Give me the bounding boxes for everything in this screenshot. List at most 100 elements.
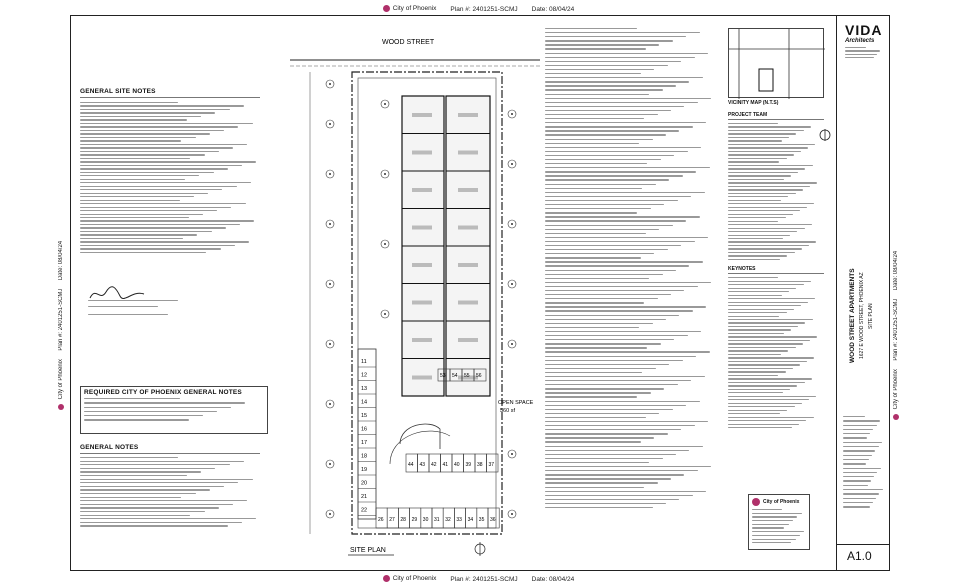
fine-print-line xyxy=(545,429,682,431)
fine-print-line xyxy=(80,482,239,484)
unit-label xyxy=(412,150,432,155)
fine-print-line xyxy=(545,281,712,284)
fine-print-line xyxy=(728,258,781,261)
tree-icon xyxy=(329,283,331,285)
city-approval-body xyxy=(749,509,809,544)
fine-print-line xyxy=(80,510,205,513)
tree-icon xyxy=(507,219,517,229)
plan-title: SITE PLAN xyxy=(350,547,386,554)
fine-print-line xyxy=(545,163,648,165)
fine-print-line xyxy=(545,126,693,128)
unit-label xyxy=(412,375,432,380)
fine-print-line xyxy=(728,280,811,282)
fine-print-line xyxy=(545,351,710,353)
fine-print-line xyxy=(545,134,666,136)
stall xyxy=(473,368,487,382)
fine-print-line xyxy=(80,525,228,527)
fine-print-line xyxy=(545,498,680,501)
fine-print-line xyxy=(545,494,693,496)
fine-print-line xyxy=(545,167,710,169)
vicinity-map-graphic xyxy=(729,29,825,99)
fine-print-line xyxy=(845,47,866,49)
fine-print-line xyxy=(752,523,789,526)
fine-print-line xyxy=(545,208,651,210)
tree-icon xyxy=(507,339,517,349)
fine-print-line xyxy=(728,378,812,380)
fine-print-line xyxy=(728,189,803,191)
unit-label xyxy=(412,263,432,267)
fine-print-line xyxy=(545,314,680,316)
fine-print-line xyxy=(545,257,641,259)
fine-print-line xyxy=(843,428,874,431)
fine-print-line xyxy=(728,210,800,212)
unit-label xyxy=(458,188,478,192)
fine-print-line xyxy=(80,157,191,160)
fine-print-line xyxy=(545,175,683,177)
keynotes-body xyxy=(728,277,828,429)
fine-print-line xyxy=(728,325,799,328)
fine-print-line xyxy=(545,89,663,91)
project-data-text xyxy=(545,28,720,509)
fine-print-line xyxy=(545,269,677,271)
fine-print-line xyxy=(728,308,794,310)
fine-print-line xyxy=(545,318,666,320)
fine-print-line xyxy=(545,461,650,464)
fine-print-line xyxy=(545,285,698,288)
plan-stamp-left: City of Phoenix Plan #: 2401251-SCMJ Dat… xyxy=(58,180,64,410)
stall-number: 41 xyxy=(443,462,449,468)
fine-print-line xyxy=(80,478,253,480)
fine-print-line xyxy=(545,36,687,38)
signature-line xyxy=(88,300,178,302)
stall-number: 11 xyxy=(361,359,367,365)
fine-print-line xyxy=(728,360,808,363)
tree-icon xyxy=(511,113,513,115)
city-approval-name: City of Phoenix xyxy=(763,499,800,505)
fine-print-line xyxy=(545,60,682,63)
fine-print-line xyxy=(843,484,868,487)
stall xyxy=(486,453,499,473)
general-notes-body xyxy=(80,457,268,527)
fine-print-line xyxy=(728,305,801,307)
fine-print-line xyxy=(80,237,184,240)
fine-print-line xyxy=(728,241,817,243)
divider xyxy=(728,119,824,120)
fine-print-line xyxy=(80,175,200,177)
required-notes-box: REQUIRED CITY OF PHOENIX GENERAL NOTES xyxy=(80,386,268,434)
fine-print-line xyxy=(80,496,182,498)
fine-print-line xyxy=(728,357,815,359)
stall-number: 43 xyxy=(420,462,426,468)
fine-print-line xyxy=(728,199,782,201)
fine-print-line xyxy=(84,419,189,421)
fine-print-line xyxy=(728,178,784,181)
fine-print-line xyxy=(545,77,703,79)
fine-print-line xyxy=(752,531,805,533)
tree-icon xyxy=(329,343,331,345)
fine-print-line xyxy=(80,213,203,215)
fine-print-line xyxy=(752,542,792,544)
fine-print-line xyxy=(80,464,230,466)
stall-number: 56 xyxy=(476,373,482,379)
fine-print-line xyxy=(545,138,653,140)
fine-print-line xyxy=(845,53,877,55)
fine-print-line xyxy=(728,224,812,226)
general-notes-section: GENERAL NOTES xyxy=(80,444,268,529)
tree-icon xyxy=(325,339,335,349)
tree-icon xyxy=(511,163,513,165)
tree-icon xyxy=(507,109,517,119)
fine-print-line xyxy=(752,534,801,537)
unit-label xyxy=(458,300,478,305)
fine-print-line xyxy=(545,68,655,71)
plan-number: Plan #: 2401251-SCMJ xyxy=(450,575,518,583)
fine-print-line xyxy=(80,485,225,488)
project-title-vertical: WOOD STREET APARTMENTS 1627 E WOOD STREE… xyxy=(849,246,879,386)
fine-print-line xyxy=(84,398,181,400)
fine-print-line xyxy=(80,105,244,107)
fine-print-line xyxy=(545,105,685,108)
unit-label xyxy=(458,225,478,230)
fine-print-line xyxy=(728,287,797,289)
tree-icon xyxy=(507,159,517,169)
fine-print-line xyxy=(80,210,218,212)
fine-print-line xyxy=(80,206,232,208)
project-name: WOOD STREET APARTMENTS xyxy=(849,268,856,364)
